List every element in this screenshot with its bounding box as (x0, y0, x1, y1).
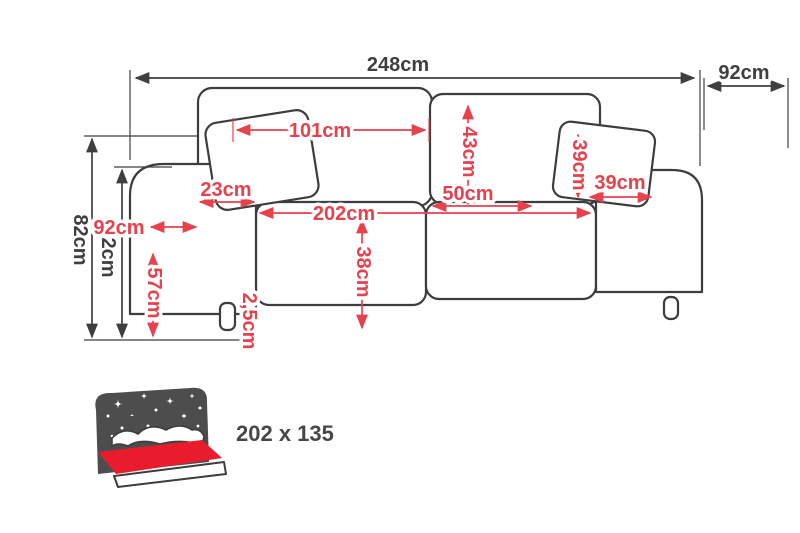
dim-label-pillow-height: 39cm (568, 139, 590, 190)
dim-label-seat-width: 202cm (313, 203, 375, 225)
dim-label-leg-height: 2,5cm (238, 293, 260, 350)
dim-label-back-height: 72cm (97, 226, 119, 277)
dim-label-seat-depth: 92cm (93, 217, 144, 239)
mattress-icon (98, 440, 222, 474)
star-icon (113, 399, 123, 409)
star-dot-icon (154, 408, 158, 412)
dim-label-pillow-width: 39cm (594, 172, 645, 194)
star-dot-icon (198, 406, 202, 410)
dim-label-armrest-width: 23cm (200, 179, 251, 201)
sofa-leg-left (218, 301, 237, 332)
outer-dimension-lines (84, 70, 789, 341)
star-icon (166, 397, 174, 405)
star-icon (180, 412, 188, 420)
star-icon (129, 413, 135, 419)
dim-label-overall-width: 248cm (367, 54, 429, 76)
dim-label-armrest-height: 57cm (143, 267, 165, 318)
seat-cushion-right (424, 200, 598, 301)
dim-label-back-cushion-width: 101cm (289, 120, 351, 142)
dim-label-back-cushion-height: 43cm (458, 126, 480, 177)
star-icon (140, 392, 148, 400)
dim-label-seat-height: 38cm (352, 246, 374, 297)
pillow-right (551, 120, 657, 208)
bed-base-icon (113, 461, 227, 488)
dim-label-overall-height: 82cm (69, 214, 91, 265)
dim-label-overall-depth: 92cm (718, 62, 769, 84)
sofa-bed-night-icon (95, 387, 227, 488)
dimension-labels: 248cm 92cm 82cm 72cm 101cm 43cm 23cm 92c… (66, 51, 774, 353)
sofa-leg-right (662, 295, 680, 321)
inner-dimension-lines (147, 104, 653, 339)
sleeping-area-label: 202 x 135 (236, 421, 334, 446)
star-icon (189, 393, 195, 399)
star-dot-icon (120, 426, 124, 430)
star-dot-icon (106, 414, 110, 418)
star-dot-icon (196, 424, 200, 428)
dim-label-back-cushion-width-right: 50cm (442, 183, 493, 205)
blanket-icon (111, 425, 205, 447)
